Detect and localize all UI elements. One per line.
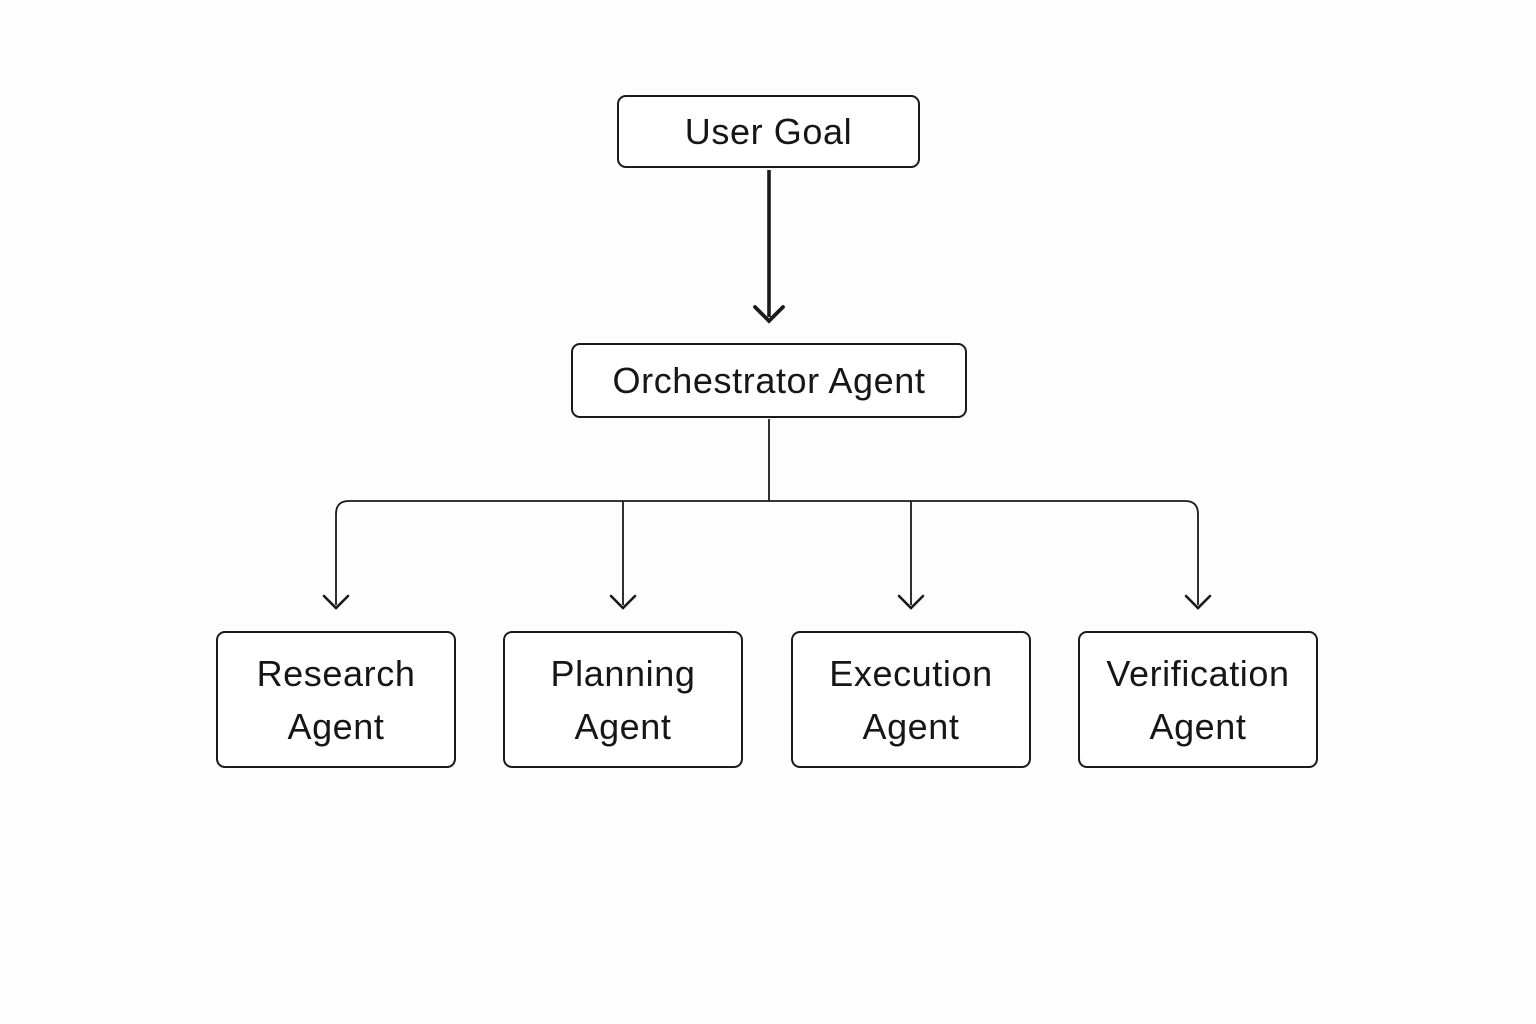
- node-verification-agent-label-line2: Agent: [1149, 705, 1247, 747]
- node-planning-agent-label-line1: Planning: [550, 652, 696, 694]
- node-orchestrator-agent: Orchestrator Agent: [571, 343, 967, 418]
- node-research-agent-label-line1: Research: [256, 652, 416, 694]
- node-verification-agent: Verification Agent: [1078, 631, 1318, 768]
- node-planning-agent-label-line2: Agent: [574, 705, 672, 747]
- connector-distribution-bracket: [335, 500, 1199, 605]
- arrowhead-to-verification-agent: [1184, 594, 1212, 610]
- node-research-agent-label-line2: Agent: [287, 705, 385, 747]
- node-research-agent: Research Agent: [216, 631, 456, 768]
- node-execution-agent-label-line2: Agent: [862, 705, 960, 747]
- arrowhead-to-planning-agent: [609, 594, 637, 610]
- arrowhead-down-icon: [753, 305, 785, 324]
- node-verification-agent-label-line1: Verification: [1106, 652, 1290, 694]
- node-user-goal-label: User Goal: [684, 110, 853, 152]
- node-execution-agent: Execution Agent: [791, 631, 1031, 768]
- node-orchestrator-agent-label: Orchestrator Agent: [612, 359, 926, 401]
- arrow-user-goal-to-orchestrator: [753, 170, 785, 324]
- node-user-goal: User Goal: [617, 95, 920, 168]
- node-planning-agent: Planning Agent: [503, 631, 743, 768]
- arrowhead-to-execution-agent: [897, 594, 925, 610]
- node-execution-agent-label-line1: Execution: [829, 652, 993, 694]
- arrowhead-to-research-agent: [322, 594, 350, 610]
